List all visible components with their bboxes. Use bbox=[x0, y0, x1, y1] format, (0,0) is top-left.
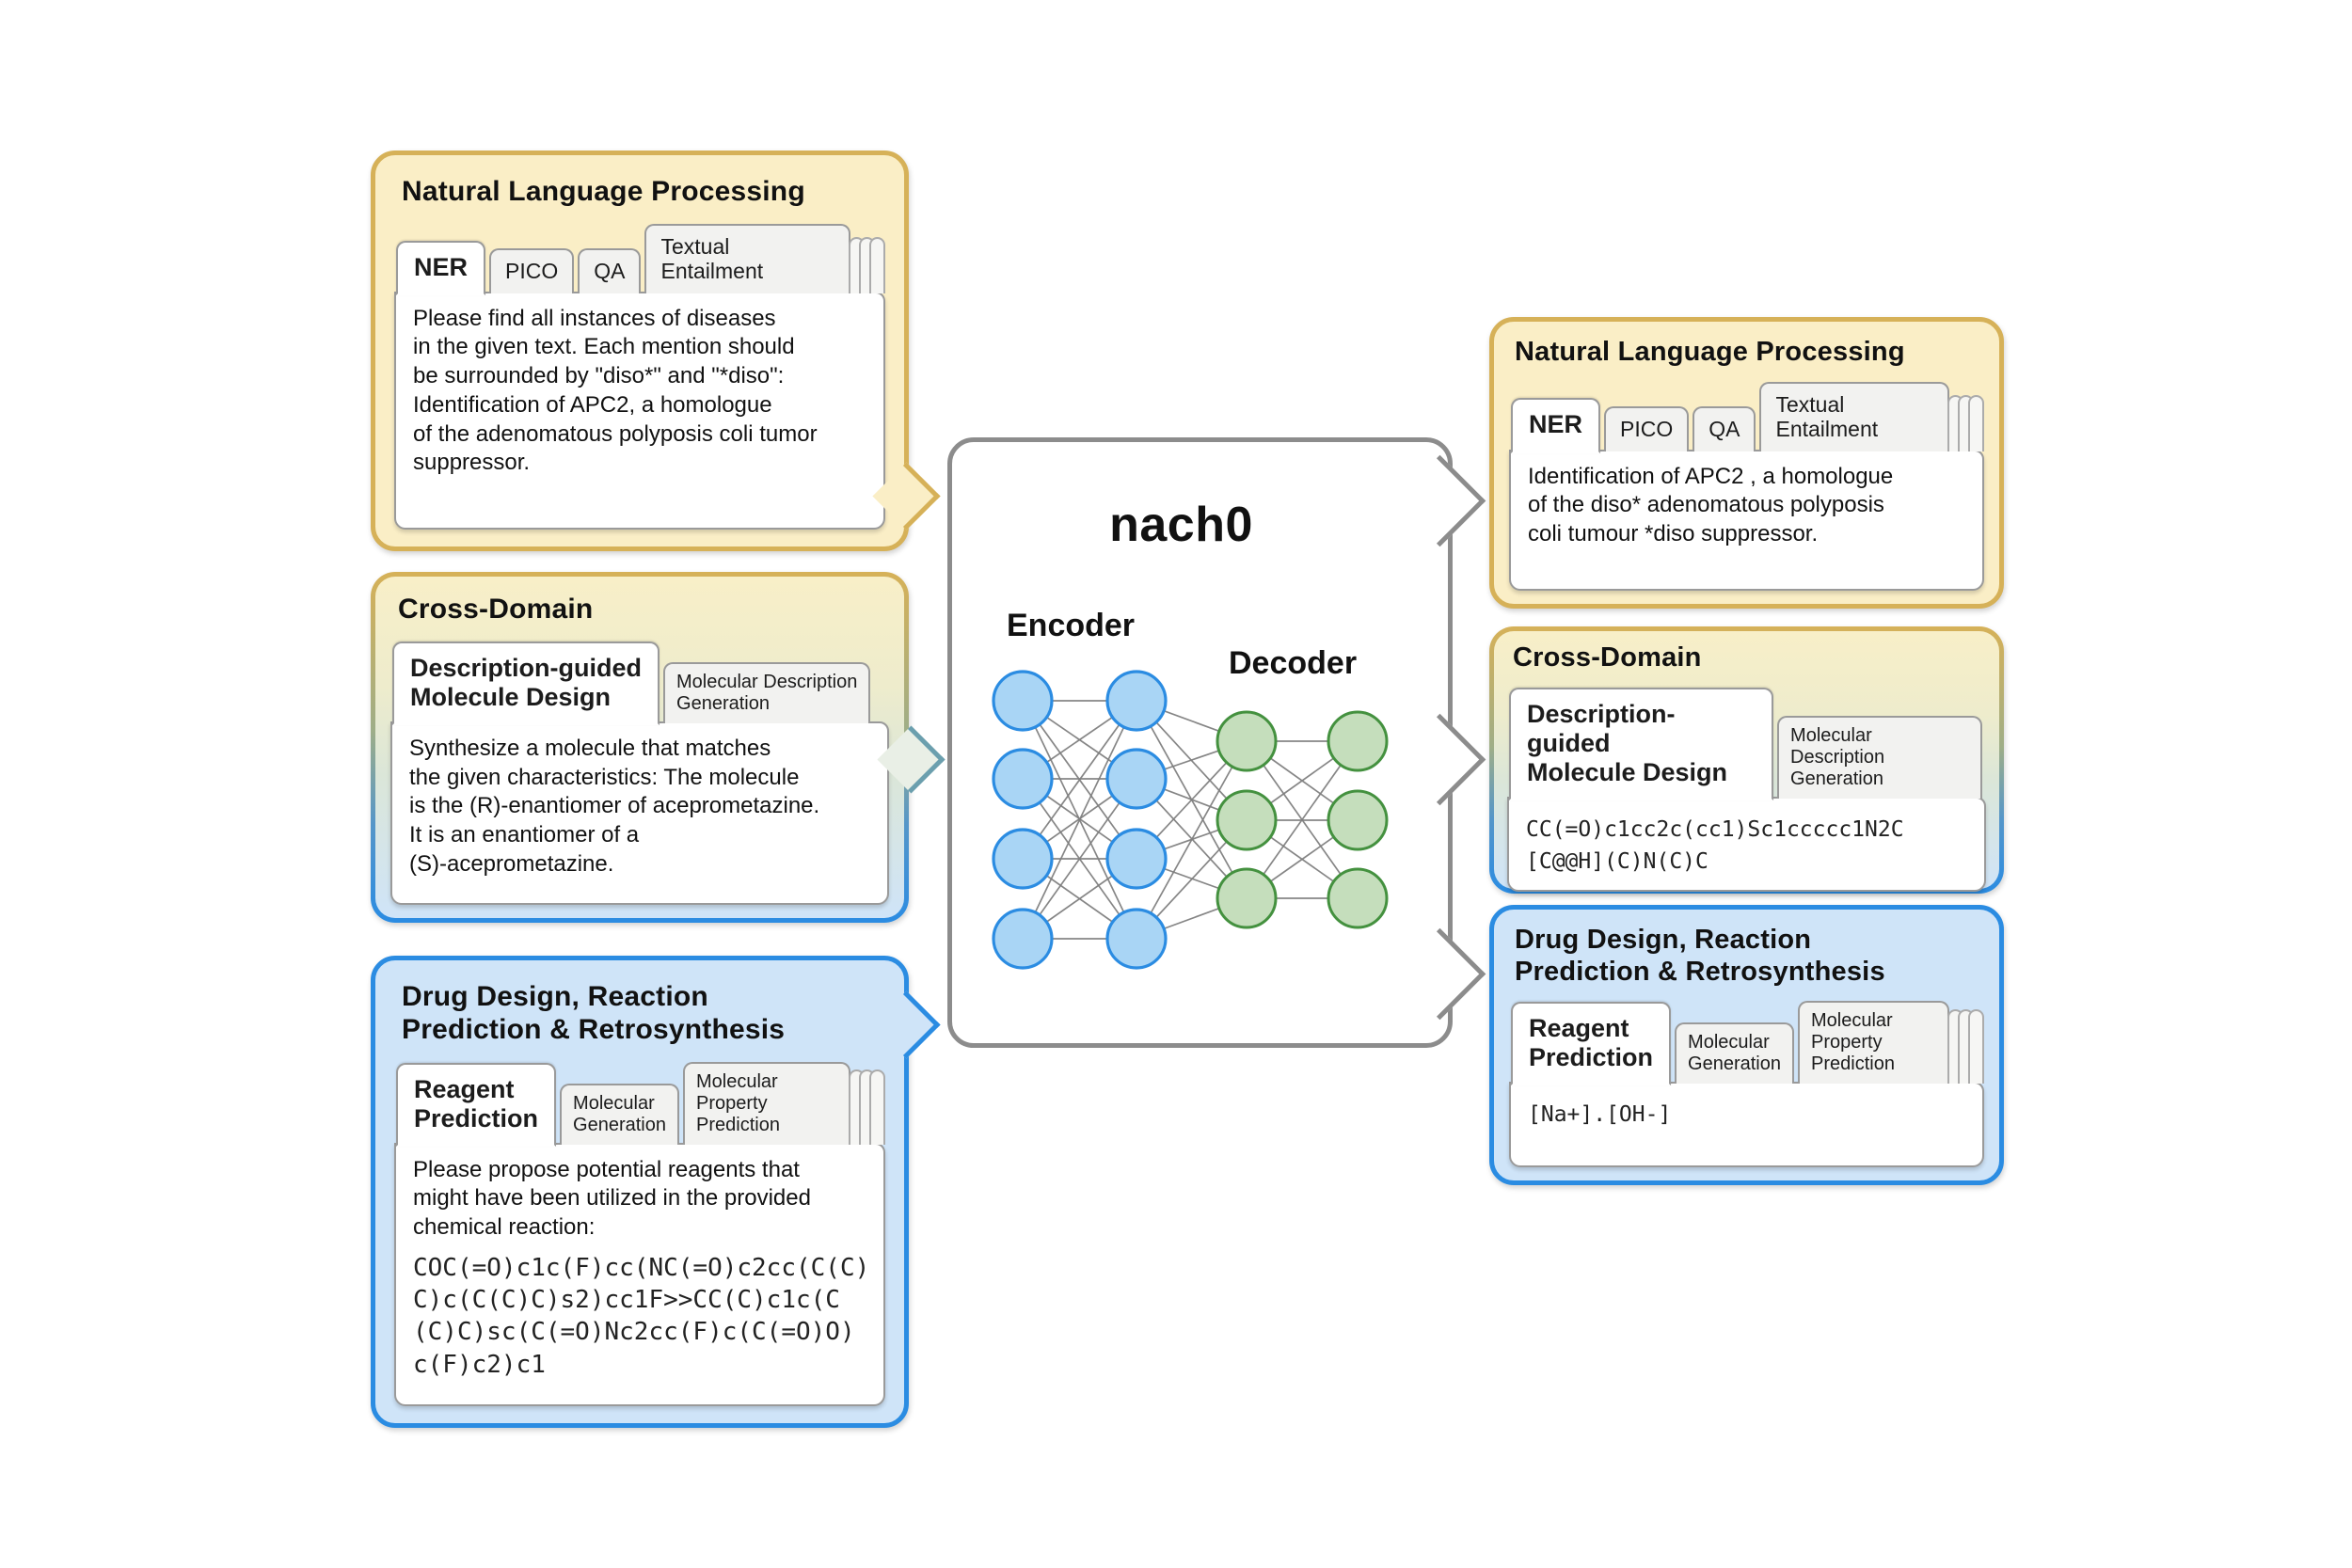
encoder-node bbox=[992, 908, 1054, 970]
task-tabs: NER PICO QA Textual Entailment bbox=[396, 223, 885, 295]
prompt-text: Synthesize a molecule that matches the g… bbox=[409, 735, 820, 877]
output-card-cross-domain: Cross-Domain Description-guided Molecule… bbox=[1489, 626, 2004, 894]
prompt-text: Please find all instances of diseases in… bbox=[413, 305, 818, 476]
more-tabs-stack-icon bbox=[1947, 382, 1984, 451]
tab-qa: QA bbox=[1692, 406, 1756, 451]
network-edge bbox=[1022, 700, 1137, 860]
encoder-node bbox=[1105, 748, 1168, 810]
network-edge bbox=[1022, 700, 1137, 940]
nach0-model-box: nach0 Encoder Decoder bbox=[947, 437, 1486, 1048]
output-panel: Identification of APC2 , a homologue of … bbox=[1509, 449, 1984, 591]
more-tabs-stack-icon bbox=[849, 1062, 885, 1145]
task-tabs: NER PICO QA Textual Entailment bbox=[1511, 381, 1984, 453]
card-title: Natural Language Processing bbox=[402, 176, 805, 207]
tab-description-guided-molecule-design: Description-guided Molecule Design bbox=[1509, 687, 1774, 800]
task-tabs: Description-guided Molecule Design Molec… bbox=[1509, 687, 1986, 800]
decoder-node bbox=[1327, 867, 1389, 929]
model-name: nach0 bbox=[1109, 498, 1253, 552]
tab-molecular-description-generation: Molecular Description Generation bbox=[663, 661, 871, 723]
tab-textual-entailment: Textual Entailment bbox=[644, 223, 850, 293]
more-tabs-stack-icon bbox=[1947, 1001, 1984, 1085]
prompt-panel: Please propose potential reagents that m… bbox=[394, 1142, 885, 1406]
prompt-text: Please propose potential reagents that m… bbox=[413, 1156, 811, 1241]
tab-molecular-property-prediction: Molecular Property Prediction bbox=[683, 1061, 850, 1145]
tab-ner: NER bbox=[396, 240, 486, 295]
tab-description-guided-molecule-design: Description-guided Molecule Design bbox=[392, 641, 660, 725]
prompt-panel: Synthesize a molecule that matches the g… bbox=[390, 721, 889, 905]
tab-molecular-property-prediction: Molecular Property Prediction bbox=[1798, 1001, 1949, 1085]
encoder-node bbox=[992, 828, 1054, 890]
smiles-reaction-input: COC(=O)c1c(F)cc(NC(=O)c2cc(C(C) C)c(C(C)… bbox=[413, 1253, 870, 1379]
tab-pico: PICO bbox=[1604, 406, 1690, 451]
encoder-node bbox=[992, 670, 1054, 732]
decoder-node bbox=[1327, 710, 1389, 772]
encoder-label: Encoder bbox=[1007, 608, 1136, 643]
encoder-node bbox=[1105, 828, 1168, 890]
encoder-node bbox=[1105, 670, 1168, 732]
encoder-node bbox=[992, 748, 1054, 810]
output-panel: CC(=O)c1cc2c(cc1)Sc1ccccc1N2C [C@@H](C)N… bbox=[1507, 796, 1986, 892]
decoder-label: Decoder bbox=[1229, 645, 1358, 681]
card-title: Natural Language Processing bbox=[1515, 337, 1905, 367]
output-text: Identification of APC2 , a homologue of … bbox=[1528, 463, 1894, 546]
decoder-node bbox=[1216, 867, 1278, 929]
tab-reagent-prediction: Reagent Prediction bbox=[396, 1062, 557, 1147]
more-tabs-stack-icon bbox=[849, 224, 885, 293]
input-card-cross-domain: Cross-Domain Description-guided Molecule… bbox=[371, 572, 946, 923]
smiles-molecule-output: CC(=O)c1cc2c(cc1)Sc1ccccc1N2C [C@@H](C)N… bbox=[1526, 816, 1904, 875]
network-edge bbox=[1022, 778, 1137, 940]
tab-reagent-prediction: Reagent Prediction bbox=[1511, 1002, 1672, 1086]
task-tabs: Reagent Prediction Molecular Generation … bbox=[396, 1061, 885, 1147]
encoder-node bbox=[1105, 908, 1168, 970]
card-title: Drug Design, Reaction Prediction & Retro… bbox=[1515, 925, 1885, 987]
network-edge bbox=[1246, 740, 1359, 899]
tab-pico: PICO bbox=[489, 248, 575, 293]
task-tabs: Description-guided Molecule Design Molec… bbox=[392, 641, 889, 725]
tab-textual-entailment: Textual Entailment bbox=[1759, 381, 1949, 451]
encoder-decoder-network bbox=[992, 670, 1389, 970]
task-tabs: Reagent Prediction Molecular Generation … bbox=[1511, 1001, 1984, 1086]
output-card-nlp: Natural Language Processing NER PICO QA … bbox=[1489, 317, 2004, 609]
input-card-drug-design: Drug Design, Reaction Prediction & Retro… bbox=[371, 956, 941, 1428]
card-title: Drug Design, Reaction Prediction & Retro… bbox=[402, 981, 786, 1045]
prompt-panel: Please find all instances of diseases in… bbox=[394, 291, 885, 530]
output-card-drug-design: Drug Design, Reaction Prediction & Retro… bbox=[1489, 905, 2004, 1185]
tab-molecular-generation: Molecular Generation bbox=[1675, 1022, 1794, 1085]
tab-molecular-generation: Molecular Generation bbox=[560, 1083, 679, 1145]
decoder-node bbox=[1327, 789, 1389, 851]
card-title: Cross-Domain bbox=[398, 594, 594, 625]
output-panel: [Na+].[OH-] bbox=[1509, 1082, 1984, 1167]
decoder-node bbox=[1216, 789, 1278, 851]
smiles-reagent-output: [Na+].[OH-] bbox=[1528, 1102, 1672, 1128]
tab-molecular-description-generation: Molecular Description Generation bbox=[1777, 715, 1982, 799]
card-title: Cross-Domain bbox=[1513, 642, 1702, 673]
tab-ner: NER bbox=[1511, 398, 1601, 453]
network-edge bbox=[1136, 740, 1248, 940]
input-card-nlp: Natural Language Processing NER PICO QA … bbox=[371, 150, 941, 551]
tab-qa: QA bbox=[578, 248, 642, 293]
decoder-node bbox=[1216, 710, 1278, 772]
